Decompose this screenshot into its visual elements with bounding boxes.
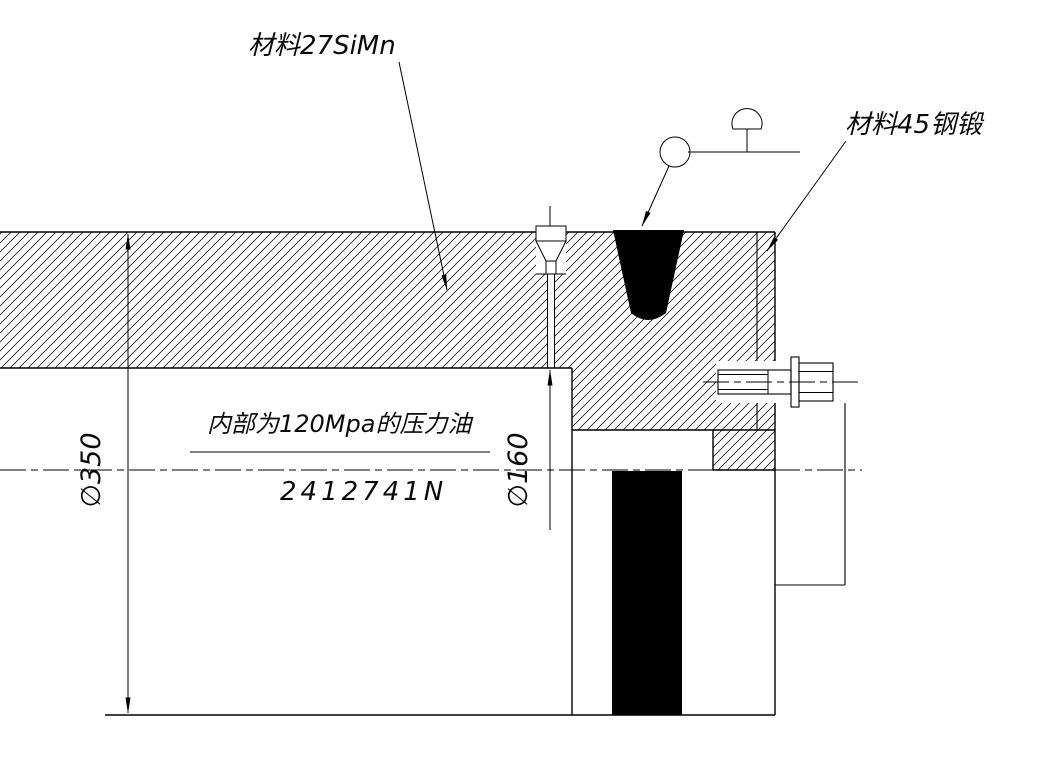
- weld-symbols: [641, 108, 800, 227]
- flange-bolt: [703, 356, 858, 408]
- force-value-label: 2412741N: [280, 477, 447, 507]
- weld-symbol-circle-icon: [659, 136, 691, 168]
- piston-rod-fill: [612, 471, 682, 715]
- oil-passage-lines: [547, 274, 555, 368]
- leader-line-material-45: [766, 140, 847, 252]
- port-right-hatch: [555, 274, 566, 368]
- side-view-outline: [775, 403, 846, 586]
- port-left-hatch: [536, 274, 547, 368]
- fitting-taper: [535, 240, 567, 262]
- weld-seam-fill: [613, 230, 684, 320]
- dimension-350-label: ∅350: [76, 432, 107, 507]
- material-45-label: 材料45钢锻: [845, 110, 985, 140]
- weld-leader-line: [641, 165, 670, 227]
- fitting-flange: [535, 225, 567, 242]
- barrel-section-hatch: [0, 232, 536, 368]
- fitting-nub: [545, 260, 557, 275]
- material-27simn-label: 材料27SiMn: [248, 31, 396, 61]
- pressure-note-label: 内部为120Mpa的压力油: [207, 410, 473, 438]
- guide-ring-hatch: [713, 430, 775, 470]
- head-inner-step: [572, 429, 775, 471]
- weld-symbol-dome-icon: [731, 108, 763, 130]
- leader-line-material-27simn: [398, 61, 448, 291]
- bolt-head-facets: [799, 371, 833, 393]
- section-hatching: [0, 232, 775, 470]
- part-outlines: [0, 231, 846, 716]
- bleed-valve-fitting: [535, 206, 567, 368]
- dimension-160-label: ∅160: [503, 432, 534, 507]
- dimension-diameter-160: ∅160: [503, 369, 553, 530]
- dimension-diameter-350: ∅350: [76, 233, 131, 714]
